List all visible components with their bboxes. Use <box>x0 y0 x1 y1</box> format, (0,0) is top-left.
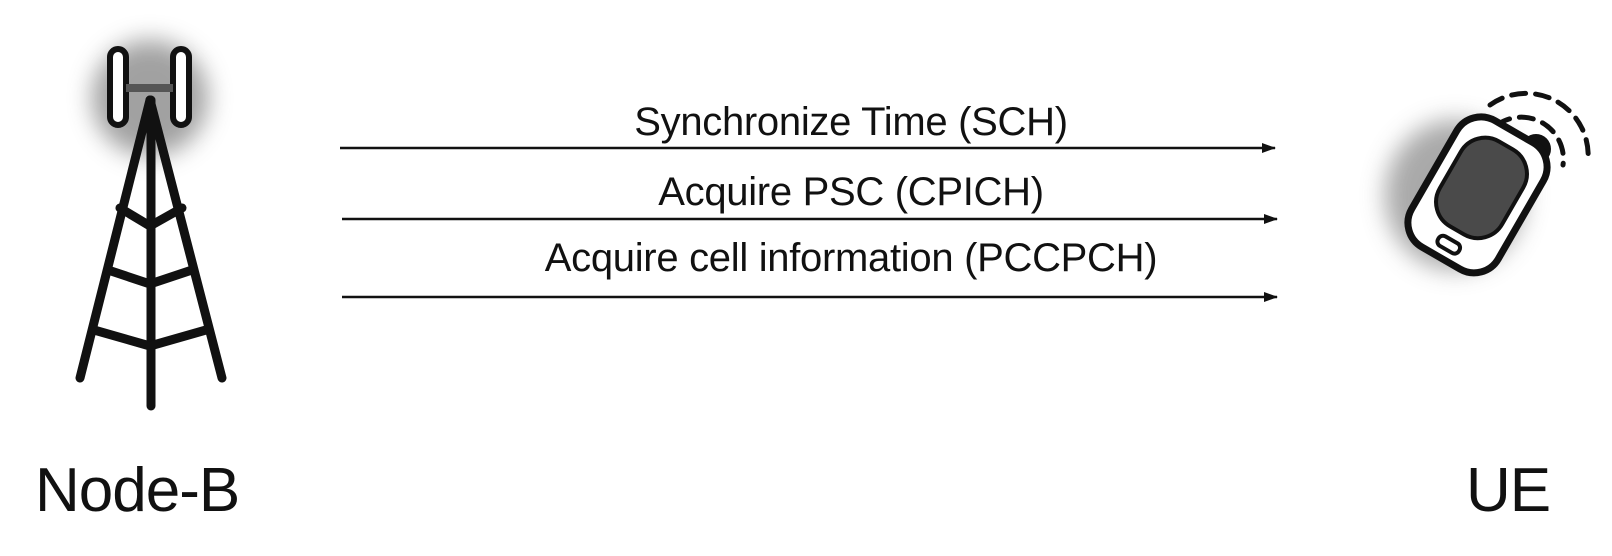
message-label: Synchronize Time (SCH) <box>634 100 1068 144</box>
mobile-phone-signal-icon <box>1385 90 1591 277</box>
message-label: Acquire PSC (CPICH) <box>658 170 1044 214</box>
cell-tower-icon <box>75 40 227 411</box>
ue-label: UE <box>1466 456 1551 525</box>
message-label: Acquire cell information (PCCPCH) <box>544 236 1158 280</box>
node-b-label: Node-B <box>35 456 240 525</box>
